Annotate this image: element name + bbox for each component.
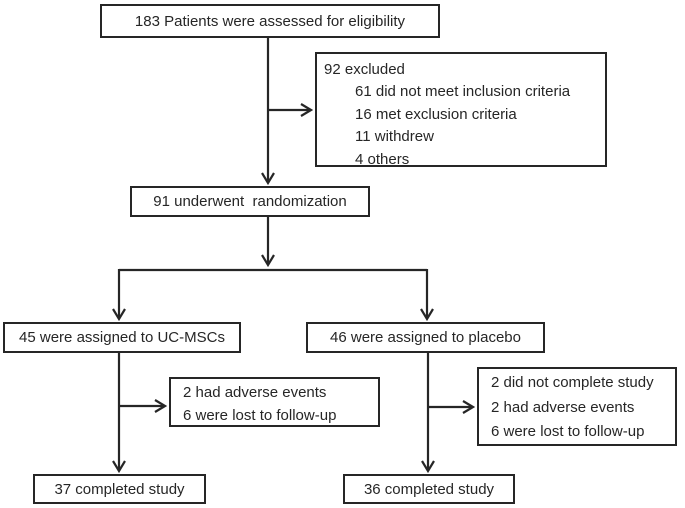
excluded-item: 16 met exclusion criteria — [355, 105, 517, 123]
box-randomization: 91 underwent randomization — [130, 186, 370, 217]
box-ucmsc-completed-label: 37 completed study — [54, 480, 185, 498]
excluded-item: 61 did not meet inclusion criteria — [355, 83, 571, 101]
box-eligibility: 183 Patients were assessed for eligibili… — [100, 4, 440, 38]
box-placebo-completed: 36 completed study — [343, 474, 515, 504]
box-eligibility-label: 183 Patients were assessed for eligibili… — [134, 12, 406, 30]
placebo-events-item: 2 had adverse events — [491, 398, 635, 416]
box-ucmsc-events: 2 had adverse events 6 were lost to foll… — [169, 377, 380, 427]
box-randomization-label: 91 underwent randomization — [153, 193, 347, 210]
excluded-item: 4 others — [355, 150, 410, 168]
box-placebo-completed-label: 36 completed study — [363, 480, 495, 498]
box-arm-placebo: 46 were assigned to placebo — [306, 322, 545, 353]
excluded-title: 92 excluded — [324, 61, 405, 78]
box-excluded: 92 excluded 61 did not meet inclusion cr… — [315, 52, 607, 168]
box-placebo-events: 2 did not complete study 2 had adverse e… — [477, 367, 677, 446]
placebo-events-item: 2 did not complete study — [491, 374, 654, 391]
box-arm-ucmsc-label: 45 were assigned to UC-MSCs — [19, 329, 225, 346]
box-arm-ucmsc: 45 were assigned to UC-MSCs — [3, 322, 241, 353]
ucmsc-events-item: 6 were lost to follow-up — [183, 407, 337, 424]
box-arm-placebo-label: 46 were assigned to placebo — [330, 329, 521, 346]
placebo-events-item: 6 were lost to follow-up — [491, 423, 645, 440]
ucmsc-events-item: 2 had adverse events — [183, 384, 327, 401]
box-ucmsc-completed: 37 completed study — [33, 474, 206, 504]
excluded-item: 11 withdrew — [355, 128, 434, 146]
